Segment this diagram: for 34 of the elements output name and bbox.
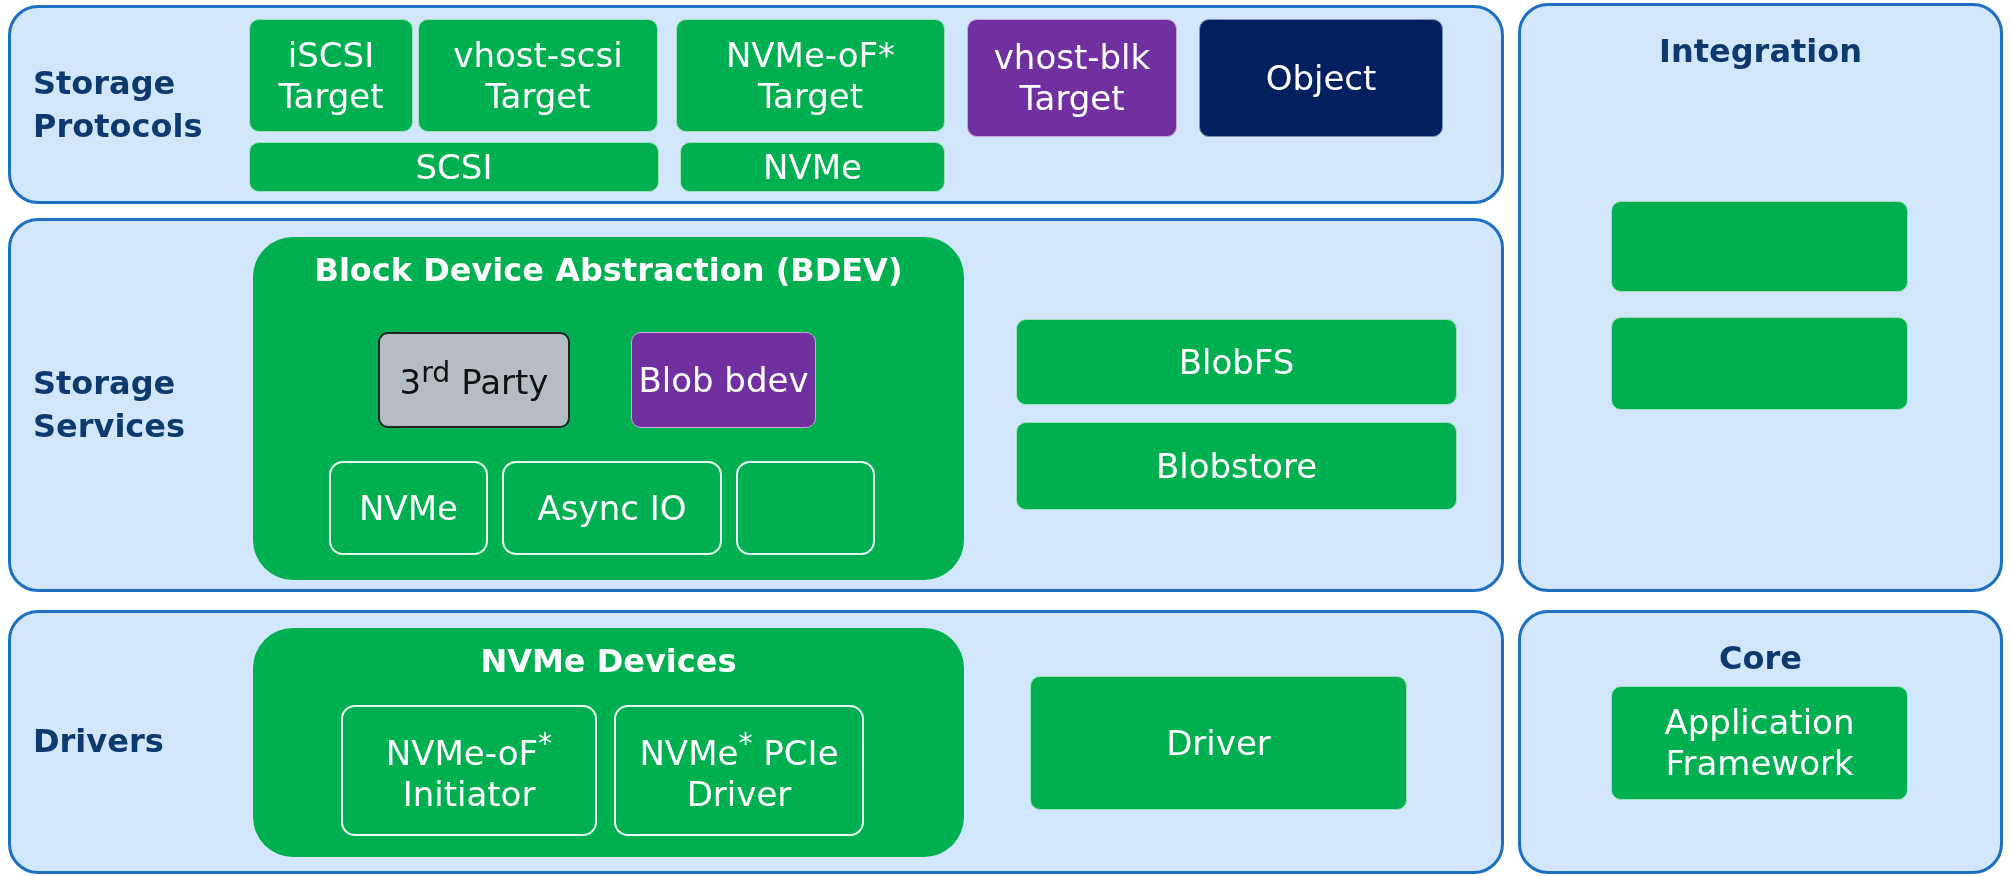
layer-title: Core	[1718, 639, 1803, 678]
component-box: vhost-scsi Target	[418, 19, 658, 132]
component-box: Blob bdev	[631, 332, 816, 428]
layer-title: Storage Protocols	[33, 62, 204, 147]
component-box: Driver	[1030, 676, 1407, 810]
component-box: NVMe	[329, 461, 488, 555]
group-title: Block Device Abstraction (BDEV)	[313, 251, 904, 290]
component-box: Object	[1199, 19, 1443, 137]
group-title: NVMe Devices	[479, 642, 738, 681]
component-box: NVMe-oF* Target	[676, 19, 945, 132]
layer-panel	[8, 5, 1504, 204]
layer-panel	[1518, 3, 2003, 592]
component-box: iSCSI Target	[249, 19, 413, 132]
component-box	[1611, 317, 1908, 410]
component-box: NVMe$^{*}$ PCIe Driver	[614, 705, 864, 836]
component-box: Blobstore	[1016, 422, 1457, 510]
component-box: NVMe	[680, 142, 945, 192]
component-box	[1611, 201, 1908, 292]
component-box: SCSI	[249, 142, 659, 192]
component-box	[736, 461, 875, 555]
layer-title: Storage Services	[33, 362, 187, 447]
component-box: BlobFS	[1016, 319, 1457, 405]
layer-panel	[8, 218, 1504, 592]
layer-title: Integration	[1658, 32, 1863, 71]
component-box: Application Framework	[1611, 686, 1908, 800]
layer-panel	[1518, 610, 2003, 874]
component-box: NVMe-oF$^{*}$ Initiator	[341, 705, 597, 836]
component-box: vhost-blk Target	[967, 19, 1177, 137]
layer-panel	[8, 610, 1504, 874]
group-panel	[253, 237, 964, 580]
component-box: 3$^{rd}$ Party	[378, 332, 570, 428]
group-panel	[253, 628, 964, 857]
layer-title: Drivers	[33, 721, 165, 763]
component-box: Async IO	[502, 461, 722, 555]
